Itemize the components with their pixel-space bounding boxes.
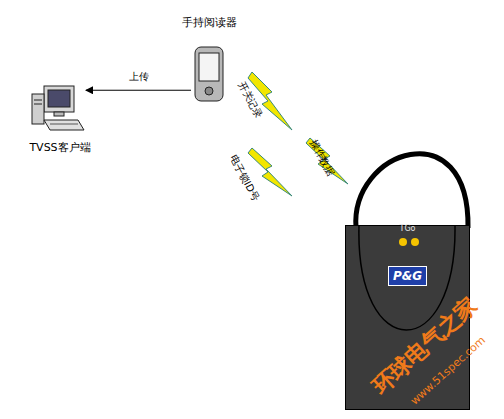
computer-icon: [30, 84, 86, 136]
node-label: 手持阅读器: [182, 15, 237, 30]
bag-handle: [356, 154, 468, 228]
client-pc: TVSS客户端: [22, 84, 98, 156]
brand-logo: P&G: [388, 266, 427, 286]
upload-arrow: [86, 90, 191, 91]
edge-label: 上传: [129, 70, 149, 84]
signal-label: 操作数据: [306, 137, 337, 179]
reader-icon: [192, 45, 226, 103]
lightning-bolt: [306, 138, 348, 184]
device-marking: TGo: [400, 224, 416, 233]
handheld-reader: 手持阅读器: [192, 45, 226, 103]
node-label: TVSS客户端: [29, 140, 90, 155]
